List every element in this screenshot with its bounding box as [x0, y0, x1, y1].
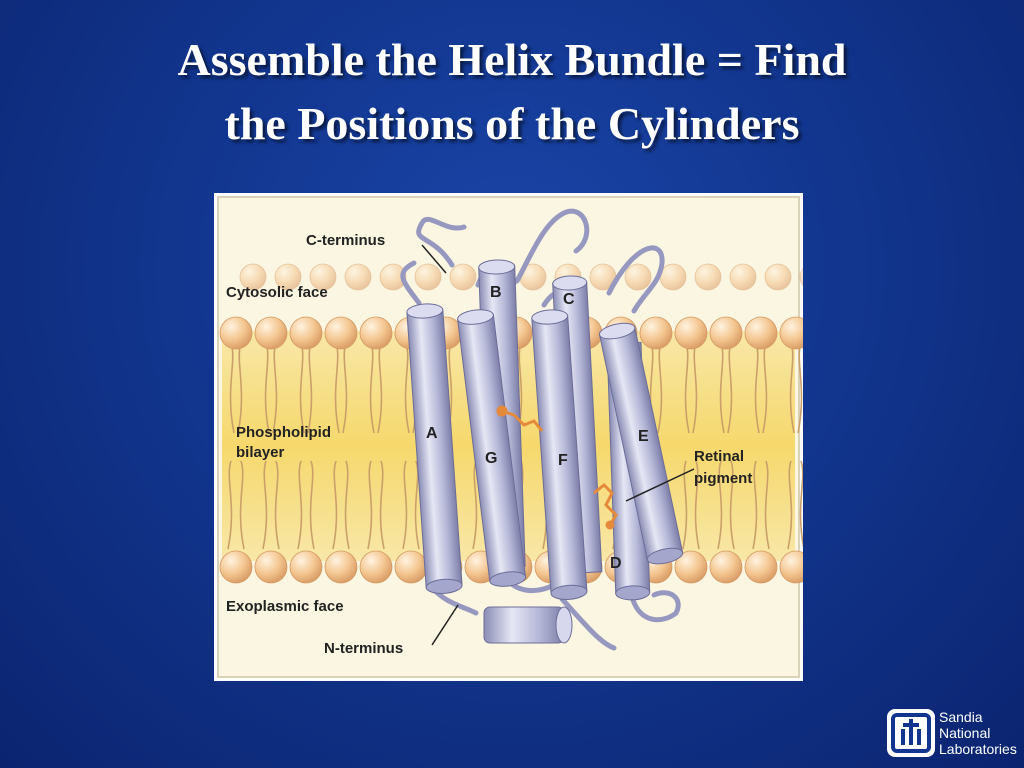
sandia-logo: Sandia National Laboratories — [887, 708, 1017, 762]
membrane-diagram: A B C D E F G C-terminus Cytosolic face … — [217, 196, 803, 678]
slide-title: Assemble the Helix Bundle = Find the Pos… — [0, 28, 1024, 156]
helix-F — [531, 309, 588, 600]
label-pigment: pigment — [694, 470, 752, 487]
helix-label-A: A — [426, 425, 438, 442]
amphipathic-helix — [483, 606, 573, 644]
label-exoplasmic-face: Exoplasmic face — [226, 598, 344, 615]
label-n-terminus: N-terminus — [324, 640, 403, 657]
helix-label-D: D — [610, 555, 622, 572]
leader-lines — [421, 244, 695, 646]
helix-G — [457, 309, 527, 587]
title-line-2: the Positions of the Cylinders — [224, 98, 800, 149]
title-line-1: Assemble the Helix Bundle = Find — [177, 34, 847, 85]
helix-bundle-figure: A B C D E F G C-terminus Cytosolic face … — [214, 193, 803, 681]
helix-label-E: E — [638, 428, 649, 445]
helix-E — [598, 322, 684, 565]
label-bilayer: bilayer — [236, 444, 285, 461]
sandia-wordmark: Sandia National Laboratories — [939, 709, 1017, 757]
retinal-molecule — [496, 405, 618, 530]
helix-label-B: B — [490, 284, 502, 301]
label-retinal: Retinal — [694, 448, 744, 465]
helix-A — [406, 303, 463, 594]
logo-line-3: Laboratories — [939, 741, 1017, 757]
upper-back-heads — [239, 263, 803, 291]
sandia-thunderbird-icon — [887, 709, 935, 757]
label-phospholipid: Phospholipid — [236, 424, 331, 441]
label-cytosolic-face: Cytosolic face — [226, 284, 328, 301]
label-c-terminus: C-terminus — [306, 232, 385, 249]
logo-line-2: National — [939, 725, 991, 741]
helix-label-F: F — [558, 452, 568, 469]
helix-label-C: C — [563, 291, 575, 308]
logo-line-1: Sandia — [939, 709, 983, 725]
helix-label-G: G — [485, 450, 497, 467]
